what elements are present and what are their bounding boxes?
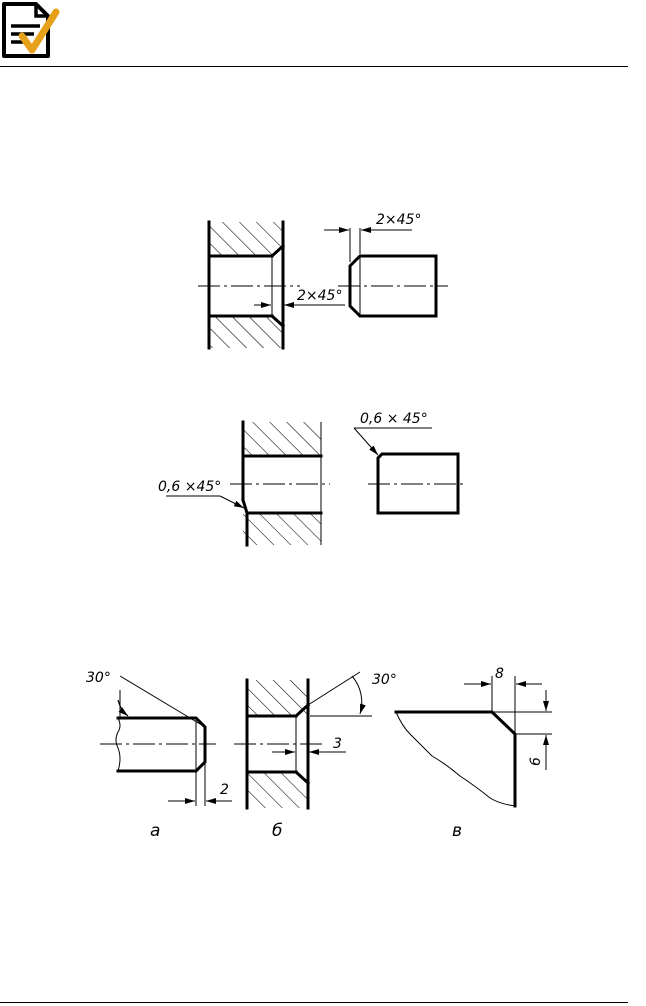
figure-3a: 30° 2 а: [86, 670, 232, 841]
fig3c-dim-vertical-label: 6: [528, 757, 544, 766]
figure-1: 2×45° 2×45°: [198, 212, 448, 350]
fig1-chamfer-inner-label: 2×45°: [297, 288, 342, 304]
figure-3b: 30° 3 б: [234, 671, 397, 841]
fig3a-caption: а: [150, 821, 160, 841]
figure-2: 0,6 × 45° 0,6 ×45°: [158, 411, 466, 547]
document-check-icon: [2, 2, 60, 58]
fig1-chamfer-outer-label: 2×45°: [376, 212, 421, 228]
fig3c-caption: в: [452, 821, 462, 841]
fig3b-angle-label: 30°: [372, 672, 397, 688]
footer-rule: [0, 1002, 628, 1003]
fig3b-length-label: 3: [333, 736, 342, 752]
fig3c-dim-horizontal-label: 8: [495, 666, 504, 682]
shaft-part-1: [338, 254, 448, 318]
header-rule: [0, 66, 628, 67]
hole-part-2: [230, 420, 330, 547]
hole-part-1: [198, 220, 300, 350]
figure-3c: 8 6 в: [394, 666, 552, 841]
fig3a-angle-label: 30°: [86, 670, 111, 686]
shaft-part-2: [368, 452, 466, 515]
fig2-chamfer-outer-label: 0,6 × 45°: [360, 411, 428, 427]
fig3b-caption: б: [272, 821, 282, 841]
fig2-chamfer-inner-label: 0,6 ×45°: [158, 479, 221, 495]
fig3a-length-label: 2: [220, 782, 229, 798]
